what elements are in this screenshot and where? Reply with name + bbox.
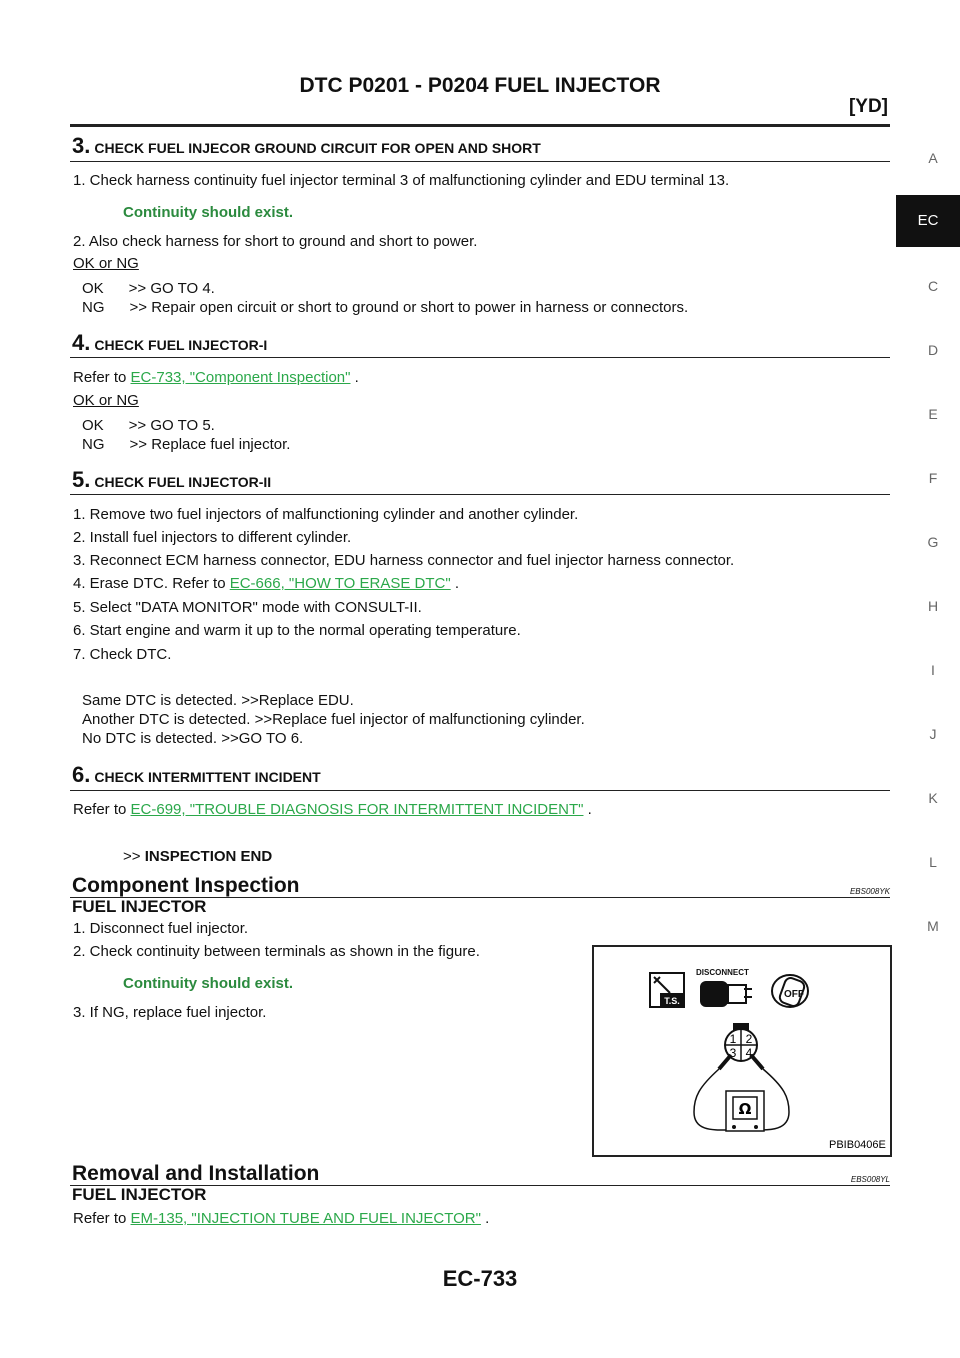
refer-suffix: . [350, 369, 359, 386]
refer-prefix: Refer to [73, 801, 131, 818]
end-text: INSPECTION END [144, 848, 273, 865]
step-5-line-2: 2. Install fuel injectors to different c… [73, 529, 352, 546]
step-rule [70, 161, 890, 162]
result-no-dtc: No DTC is detected. >>GO TO 6. [82, 730, 304, 747]
step-number: 3. [72, 133, 91, 158]
step-5-line-5: 5. Select "DATA MONITOR" mode with CONSU… [73, 599, 422, 616]
erase-dtc-link[interactable]: EC-666, "HOW TO ERASE DTC" [229, 575, 451, 592]
step-5-line-4: 4. Erase DTC. Refer to EC-666, "HOW TO E… [73, 575, 459, 592]
end-arrow: >> [123, 848, 141, 865]
ng-result: NG >> Repair open circuit or short to gr… [82, 299, 689, 316]
injector-connector: 1 2 3 4 [724, 1023, 758, 1062]
step-number: 6. [72, 762, 91, 787]
step-4-heading: 4.CHECK FUEL INJECTOR-I [72, 330, 267, 356]
section-rule [70, 897, 890, 898]
side-tab-l[interactable]: L [929, 854, 937, 870]
step-5-line-7: 7. Check DTC. [73, 646, 172, 663]
ng-result: NG >> Replace fuel injector. [82, 436, 291, 453]
figure-id: PBIB0406E [829, 1139, 886, 1151]
step-title: CHECK FUEL INJECOR GROUND CIRCUIT FOR OP… [94, 140, 541, 156]
side-tab-c[interactable]: C [927, 278, 939, 294]
step-5-heading: 5.CHECK FUEL INJECTOR-II [72, 467, 271, 493]
ignition-off-icon: OFF [771, 974, 809, 1008]
injection-tube-link[interactable]: EM-135, "INJECTION TUBE AND FUEL INJECTO… [130, 1210, 481, 1227]
side-tab-ec[interactable]: EC [896, 195, 960, 247]
ohm-symbol: Ω [739, 1100, 752, 1118]
step-6-refer: Refer to EC-699, "TROUBLE DIAGNOSIS FOR … [73, 801, 592, 818]
ohmmeter-probes [693, 1053, 790, 1131]
component-line-3: 3. If NG, replace fuel injector. [73, 1004, 267, 1021]
ts-icon: T.S. [649, 972, 685, 1008]
step-3-line-2: 2. Also check harness for short to groun… [73, 233, 478, 250]
step-6-heading: 6.CHECK INTERMITTENT INCIDENT [72, 762, 321, 788]
step-number: 4. [72, 330, 91, 355]
component-line-1: 1. Disconnect fuel injector. [73, 920, 249, 937]
pin-2-label: 2 [746, 1032, 753, 1046]
injector-continuity-diagram: T.S. DISCONNECT OFF 1 2 3 4 [649, 968, 886, 1151]
ok-or-ng-label: OK or NG [73, 392, 139, 409]
side-tab-e[interactable]: E [928, 406, 938, 422]
step-3-line-1: 1. Check harness continuity fuel injecto… [73, 172, 730, 189]
continuity-figure: T.S. DISCONNECT OFF 1 2 3 4 [592, 945, 892, 1157]
off-label: OFF [784, 989, 804, 1000]
step-rule [70, 790, 890, 791]
refer-prefix: 4. Erase DTC. Refer to [73, 575, 230, 592]
side-tab-h[interactable]: H [927, 598, 939, 614]
component-inspection-link[interactable]: EC-733, "Component Inspection" [130, 369, 351, 386]
step-5-line-3: 3. Reconnect ECM harness connector, EDU … [73, 552, 735, 569]
refer-suffix: . [480, 1210, 490, 1227]
component-inspection-heading: Component Inspection [72, 874, 300, 897]
disconnect-connector-icon: DISCONNECT [696, 968, 752, 1007]
step-title: CHECK INTERMITTENT INCIDENT [94, 769, 321, 785]
side-tab-k[interactable]: K [928, 790, 938, 806]
refer-prefix: Refer to [73, 369, 131, 386]
intermittent-incident-link[interactable]: EC-699, "TROUBLE DIAGNOSIS FOR INTERMITT… [130, 801, 584, 818]
header-rule [70, 124, 890, 127]
page-number: EC-733 [442, 1266, 518, 1291]
inspection-end: >> INSPECTION END [123, 848, 272, 865]
side-tab-a[interactable]: A [928, 150, 938, 166]
side-tab-f[interactable]: F [928, 470, 938, 486]
pin-1-label: 1 [730, 1032, 737, 1046]
result-same-dtc: Same DTC is detected. >>Replace EDU. [82, 692, 354, 709]
step-rule [70, 357, 890, 358]
pin-4-label: 4 [746, 1046, 753, 1060]
removal-installation-heading: Removal and Installation [72, 1162, 320, 1185]
step-title: CHECK FUEL INJECTOR-I [94, 337, 268, 353]
component-line-2: 2. Check continuity between terminals as… [73, 943, 480, 960]
side-tab-m[interactable]: M [927, 918, 939, 934]
step-title: CHECK FUEL INJECTOR-II [94, 474, 272, 490]
refer-suffix: . [450, 575, 460, 592]
step-4-refer: Refer to EC-733, "Component Inspection" … [73, 369, 359, 386]
ohmmeter-icon: Ω [725, 1090, 765, 1132]
ok-result: OK >> GO TO 4. [82, 280, 215, 297]
pin-3-label: 3 [730, 1046, 737, 1060]
refer-suffix: . [583, 801, 592, 818]
removal-refer: Refer to EM-135, "INJECTION TUBE AND FUE… [73, 1210, 489, 1227]
step-number: 5. [72, 467, 91, 492]
disconnect-label: DISCONNECT [696, 968, 749, 977]
step-3-heading: 3.CHECK FUEL INJECOR GROUND CIRCUIT FOR … [72, 133, 541, 159]
section-rule [70, 1185, 890, 1186]
section-id-code: EBS008YK [849, 887, 890, 896]
ok-or-ng-label: OK or NG [73, 255, 139, 272]
continuity-note: Continuity should exist. [123, 975, 294, 992]
section-code: [YD] [848, 96, 888, 117]
side-tab-g[interactable]: G [927, 534, 939, 550]
fuel-injector-subheading: FUEL INJECTOR [72, 1185, 207, 1204]
ok-result: OK >> GO TO 5. [82, 417, 215, 434]
step-5-line-6: 6. Start engine and warm it up to the no… [73, 622, 521, 639]
step-rule [70, 494, 890, 495]
refer-prefix: Refer to [73, 1210, 131, 1227]
section-id-code: EBS008YL [850, 1175, 890, 1184]
page-title: DTC P0201 - P0204 FUEL INJECTOR [299, 74, 661, 97]
fuel-injector-subheading: FUEL INJECTOR [72, 897, 207, 916]
ts-label: T.S. [664, 996, 680, 1006]
side-tab-i[interactable]: I [931, 662, 935, 678]
continuity-note: Continuity should exist. [123, 204, 294, 221]
step-5-line-1: 1. Remove two fuel injectors of malfunct… [73, 506, 579, 523]
side-tab-j[interactable]: J [929, 726, 937, 742]
result-another-dtc: Another DTC is detected. >>Replace fuel … [82, 711, 585, 728]
side-tab-d[interactable]: D [927, 342, 939, 358]
